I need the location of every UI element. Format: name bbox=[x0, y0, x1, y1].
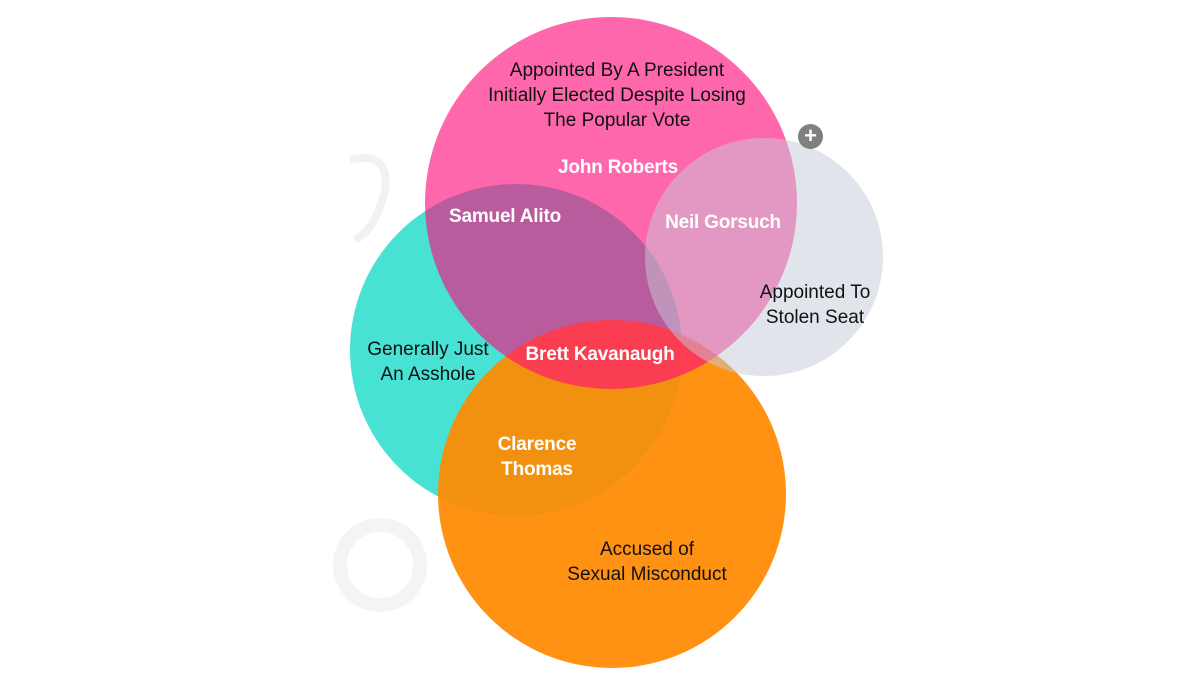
member-label-roberts: John Roberts bbox=[557, 157, 679, 178]
member-label-kavanaugh: Brett Kavanaugh bbox=[525, 344, 675, 365]
plus-icon: + bbox=[804, 123, 817, 148]
member-label-alito: Samuel Alito bbox=[449, 206, 561, 227]
member-label-gorsuch: Neil Gorsuch bbox=[665, 212, 781, 233]
set-circle-misconduct[interactable] bbox=[438, 320, 786, 668]
set-circle-stolen[interactable] bbox=[645, 138, 883, 376]
add-set-button[interactable]: + bbox=[798, 124, 823, 149]
faint-background-decoration bbox=[333, 154, 427, 612]
